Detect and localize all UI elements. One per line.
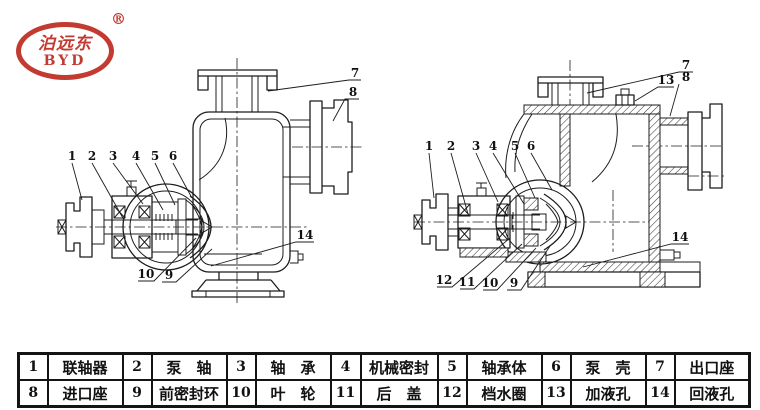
- callout-label: 6: [527, 139, 535, 153]
- part-number-cell: 9: [121, 379, 153, 408]
- part-name-cell: 档水圈: [465, 379, 543, 408]
- logo-latin-text: BYD: [43, 53, 87, 69]
- part-name-cell: 出口座: [673, 352, 751, 381]
- part-name-cell: 泵 壳: [569, 352, 647, 381]
- left-callout-leaders: [71, 79, 361, 283]
- callout-label: 3: [109, 149, 117, 163]
- callout-label: 9: [165, 268, 173, 282]
- left-pump-casing: [192, 111, 310, 273]
- right-outlet-flange: [659, 103, 723, 191]
- callout-label: 8: [349, 85, 357, 99]
- right-top-flange: [537, 76, 604, 105]
- part-number-cell: 5: [436, 352, 468, 381]
- callout-label: 5: [511, 139, 519, 153]
- left-shaft-coupling: [57, 196, 198, 258]
- part-number-cell: 3: [225, 352, 257, 381]
- left-top-flange: [197, 69, 278, 112]
- part-name-cell: 轴承体: [465, 352, 543, 381]
- right-pump-diagram: 1 2 3 4 5 6 7 13 8 12 11 10 9 14: [413, 58, 724, 291]
- right-base-foot: [527, 271, 701, 288]
- right-fill-plug-bolt: [612, 88, 638, 106]
- left-impeller: [185, 195, 213, 259]
- callout-label: 12: [436, 273, 453, 287]
- callout-label: 8: [682, 70, 690, 84]
- part-name-cell: 联轴器: [46, 352, 124, 381]
- right-callout-leaders: [428, 71, 693, 291]
- left-pump-diagram: 1 2 3 4 5 6 7 8 10 9 14: [56, 58, 362, 305]
- callout-label: 14: [297, 228, 314, 242]
- left-centerlines: [56, 58, 362, 305]
- left-base-foot: [191, 272, 285, 298]
- callout-label: 2: [88, 149, 96, 163]
- callout-label: 4: [489, 139, 497, 153]
- part-name-cell: 叶 轮: [254, 379, 332, 408]
- callout-label: 3: [472, 139, 480, 153]
- part-number-cell: 12: [436, 379, 468, 408]
- right-callout-labels: 1 2 3 4 5 6 7 13 8 12 11 10 9 14: [425, 58, 690, 290]
- part-number-cell: 7: [644, 352, 676, 381]
- part-number-cell: 10: [225, 379, 257, 408]
- part-number-cell: 1: [17, 352, 49, 381]
- callout-label: 10: [482, 276, 499, 290]
- part-name-cell: 加液孔: [569, 379, 647, 408]
- part-number-cell: 13: [540, 379, 572, 408]
- callout-label: 9: [510, 276, 518, 290]
- registered-mark-icon: ®: [111, 10, 126, 28]
- callout-label: 4: [132, 149, 140, 163]
- logo-chinese-text: 泊远东: [38, 34, 92, 54]
- part-name-cell: 轴 承: [254, 352, 332, 381]
- part-number-cell: 8: [17, 379, 49, 408]
- callout-label: 11: [459, 275, 476, 289]
- part-name-cell: 前密封环: [150, 379, 228, 408]
- part-number-cell: 2: [121, 352, 153, 381]
- callout-label: 7: [351, 66, 359, 80]
- part-name-cell: 机械密封: [359, 352, 439, 381]
- left-callout-labels: 1 2 3 4 5 6 7 8 10 9 14: [68, 66, 359, 282]
- parts-table-row: 1 联轴器 2 泵 轴 3 轴 承 4 机械密封 5 轴承体 6 泵 壳 7 出…: [17, 352, 751, 381]
- right-casing-walls: [505, 104, 701, 273]
- part-number-cell: 6: [540, 352, 572, 381]
- part-number-cell: 14: [644, 379, 676, 408]
- pump-section-drawings: 1 2 3 4 5 6 7 8 10 9 14: [56, 58, 724, 305]
- part-name-cell: 进口座: [46, 379, 124, 408]
- callout-label: 1: [425, 139, 433, 153]
- callout-label: 6: [169, 149, 177, 163]
- callout-label: 5: [151, 149, 159, 163]
- right-impeller: [531, 193, 577, 251]
- brand-logo: ® 泊远东 BYD: [14, 10, 130, 84]
- callout-label: 14: [672, 230, 689, 244]
- part-name-cell: 回液孔: [673, 379, 751, 408]
- callout-label: 10: [138, 267, 155, 281]
- callout-label: 2: [447, 139, 455, 153]
- logo-oval: 泊远东 BYD: [16, 22, 114, 80]
- right-bearing-housing: [457, 182, 511, 258]
- part-name-cell: 泵 轴: [150, 352, 228, 381]
- parts-table: 1 联轴器 2 泵 轴 3 轴 承 4 机械密封 5 轴承体 6 泵 壳 7 出…: [17, 352, 751, 408]
- part-number-cell: 11: [329, 379, 362, 408]
- callout-label: 13: [658, 73, 675, 87]
- parts-table-row: 8 进口座 9 前密封环 10 叶 轮 11 后 盖 12 档水圈 13 加液孔…: [17, 379, 751, 408]
- part-name-cell: 后 盖: [359, 379, 439, 408]
- left-outlet-flange: [309, 99, 353, 195]
- callout-label: 7: [682, 58, 690, 72]
- part-number-cell: 4: [329, 352, 362, 381]
- callout-label: 1: [68, 149, 76, 163]
